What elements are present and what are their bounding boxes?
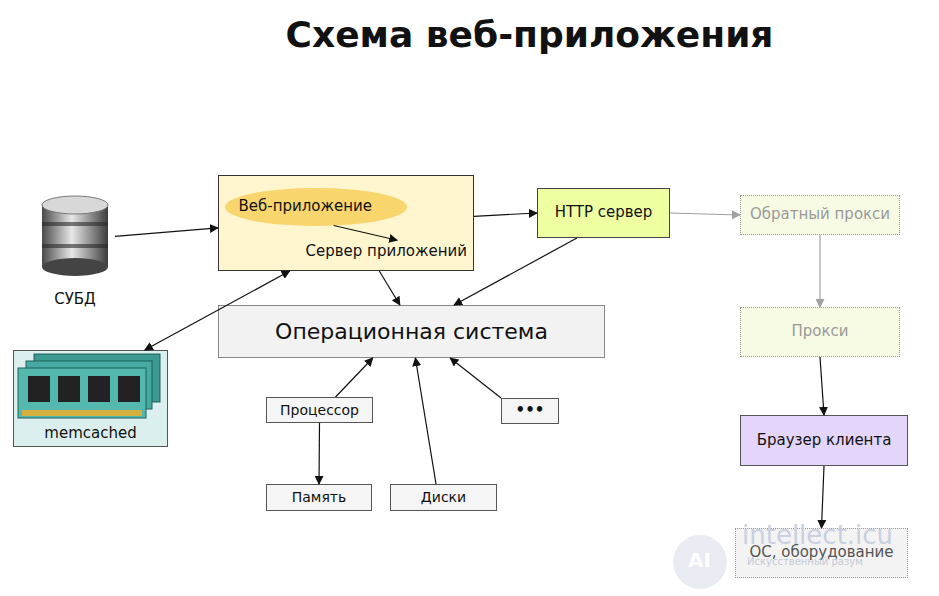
connector-arrow [820,357,824,415]
connector-arrow [415,358,436,484]
node-label: Браузер клиента [757,432,892,449]
connector-arrow [474,213,537,216]
memory-box: Память [266,484,372,511]
connector-arrow [379,271,400,305]
database-ring [42,222,108,226]
node-label: Обратный прокси [750,206,890,223]
ram-module [18,368,146,418]
database-body [42,205,108,267]
ram-illustration [18,354,160,418]
connector-arrow [670,213,740,215]
database-node: СУБД [35,190,115,312]
diagram-title: Схема веб-приложения [0,14,939,55]
node-label: Диски [421,489,466,505]
database-ring [42,244,108,248]
node-label: Сервер приложений [306,243,467,260]
os-box: Операционная система [218,305,605,358]
node-label: Операционная система [275,319,548,344]
app-server-box: Сервер приложений Веб-приложение [218,175,474,271]
ram-chip [58,376,80,402]
connector-arrow [115,228,218,237]
connector-arrow [336,358,373,397]
node-label: Память [292,489,347,505]
connector-arrow [318,423,320,484]
ram-module [26,361,152,409]
watermark-logo [673,535,727,589]
node-label: Процессор [280,402,359,418]
node-label: memcached [14,425,167,442]
memcached-box: memcached [13,350,168,447]
database-top [42,196,108,214]
database-icon [42,196,108,276]
ram-chip [88,376,110,402]
database-bottom [42,258,108,276]
node-label: Прокси [791,323,848,340]
connector-arrow [334,226,398,241]
disks-box: Диски [390,484,497,511]
more-box: ••• [501,398,559,424]
reverse-proxy-box: Обратный прокси [740,195,900,235]
connector-arrow [819,235,820,307]
ram-chip [118,376,140,402]
connector-arrow [822,466,825,528]
ram-contacts [22,410,142,416]
connector-arrow [450,358,501,398]
node-label: ••• [516,402,545,419]
watermark-subtext: Искусственный разум [747,556,863,567]
connector-arrow [454,238,577,305]
web-app-ellipse: Веб-приложение [225,188,407,226]
watermark-text: intellect.icu [742,520,893,550]
proxy-box: Прокси [740,307,900,357]
http-server-box: HTTP сервер [537,188,670,238]
ram-module [34,354,160,402]
browser-box: Браузер клиента [740,415,908,466]
ram-chip [28,376,50,402]
cpu-box: Процессор [266,397,373,423]
watermark-logo-text: AI [688,548,711,572]
node-label: HTTP сервер [555,204,653,221]
node-label: Веб-приложение [239,198,373,215]
connector-arrow [145,271,290,350]
node-label: СУБД [35,291,115,308]
